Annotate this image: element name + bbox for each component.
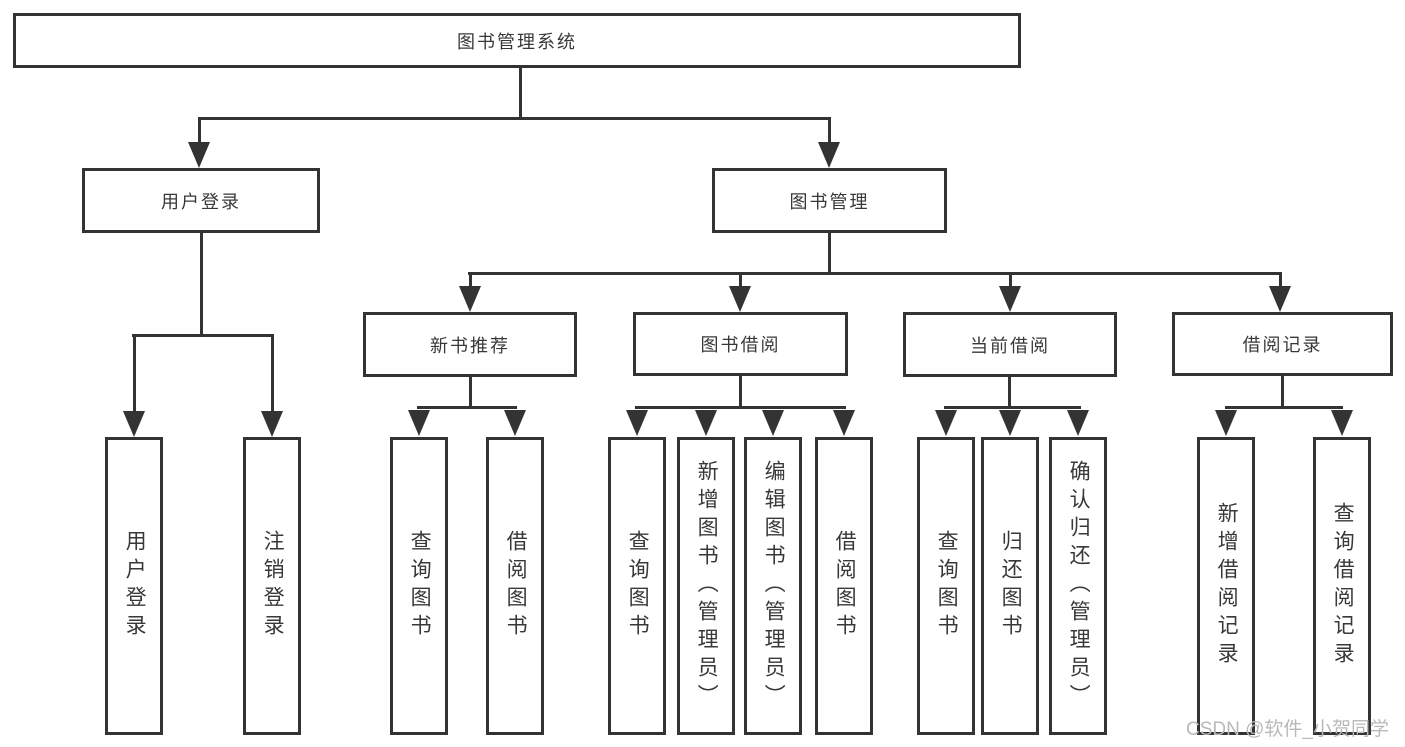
arrowhead-down-icon [188,142,210,168]
connector-bookborrow-stem [739,376,742,408]
arrowhead-down-icon [123,411,145,437]
node-user-login: 用户登录 [82,168,320,233]
watermark: CSDN @软件_小贺同学 [1186,719,1389,740]
connector-borrowrecord-stem [1281,376,1284,408]
node-new-book-recommend: 新书推荐 [363,312,577,377]
leaf-label: 归还图书 [999,530,1023,642]
node-book-borrow: 图书借阅 [633,312,848,376]
connector-borrowrecord-split [1225,406,1343,409]
leaf-cb-return-books: 归还图书 [981,437,1039,735]
leaf-label: 查询图书 [626,530,650,642]
arrowhead-down-icon [1067,410,1089,436]
leaf-label: 新增图书（管理员） [695,460,719,712]
leaf-label: 借阅图书 [504,530,528,642]
leaf-label: 编辑图书（管理员） [762,460,786,712]
node-label: 借阅记录 [1242,335,1323,355]
connector-arm-borrow-record [1279,272,1282,288]
node-label: 图书管理系统 [457,31,577,52]
node-book-manage: 图书管理 [712,168,947,233]
leaf-cb-query-books: 查询图书 [917,437,975,735]
leaf-bb-borrow-books: 借阅图书 [815,437,873,735]
arrowhead-down-icon [935,410,957,436]
node-current-borrow: 当前借阅 [903,312,1117,377]
node-borrow-record: 借阅记录 [1172,312,1393,376]
connector-login-split [132,334,274,337]
node-label: 当前借阅 [970,335,1050,356]
node-label: 图书管理 [789,191,870,212]
leaf-label: 查询借阅记录 [1331,502,1355,670]
leaf-bb-query-books: 查询图书 [608,437,666,735]
arrowhead-down-icon [833,410,855,436]
leaf-label: 新增借阅记录 [1215,502,1239,670]
leaf-nb-borrow-books: 借阅图书 [486,437,544,735]
leaf-logout: 注销登录 [243,437,301,735]
connector-currentborrow-stem [1008,377,1011,408]
arrowhead-down-icon [695,410,717,436]
arrowhead-down-icon [408,410,430,436]
connector-manage-stem [828,232,831,275]
connector-arm-leaf-login [133,334,136,414]
arrowhead-down-icon [999,410,1021,436]
connector-arm-book-manage [828,117,831,145]
leaf-label: 确认归还（管理员） [1067,460,1091,712]
arrowhead-down-icon [818,142,840,168]
arrowhead-down-icon [626,410,648,436]
arrowhead-down-icon [261,411,283,437]
leaf-label: 借阅图书 [833,530,857,642]
leaf-cb-confirm-return-admin: 确认归还（管理员） [1049,437,1107,735]
connector-arm-new-book [469,272,472,288]
connector-root-stem [519,68,522,119]
leaf-label: 用户登录 [123,530,147,642]
arrowhead-down-icon [729,286,751,312]
arrowhead-down-icon [1331,410,1353,436]
arrowhead-down-icon [762,410,784,436]
leaf-label: 注销登录 [261,530,285,642]
connector-newbook-stem [469,377,472,408]
connector-arm-current-borrow [1009,272,1012,288]
node-library-management-system: 图书管理系统 [13,13,1021,68]
arrowhead-down-icon [1269,286,1291,312]
connector-newbook-split [417,406,517,409]
leaf-user-login: 用户登录 [105,437,163,735]
connector-arm-leaf-logout [271,334,274,414]
arrowhead-down-icon [1215,410,1237,436]
arrowhead-down-icon [504,410,526,436]
leaf-label: 查询图书 [935,530,959,642]
leaf-br-add-record: 新增借阅记录 [1197,437,1255,735]
connector-login-stem [200,233,203,337]
node-label: 图书借阅 [700,335,781,355]
arrowhead-down-icon [459,286,481,312]
leaf-label: 查询图书 [408,530,432,642]
leaf-br-query-record: 查询借阅记录 [1313,437,1371,735]
connector-arm-user-login [198,117,201,145]
leaf-nb-query-books: 查询图书 [390,437,448,735]
leaf-bb-add-books-admin: 新增图书（管理员） [677,437,735,735]
connector-root-split [198,117,831,120]
connector-bookborrow-split [635,406,846,409]
leaf-bb-edit-books-admin: 编辑图书（管理员） [744,437,802,735]
node-label: 用户登录 [161,191,241,212]
connector-manage-split [468,272,1282,275]
connector-currentborrow-split [944,406,1081,409]
node-label: 新书推荐 [430,335,510,356]
arrowhead-down-icon [999,286,1021,312]
connector-arm-book-borrow [739,272,742,288]
